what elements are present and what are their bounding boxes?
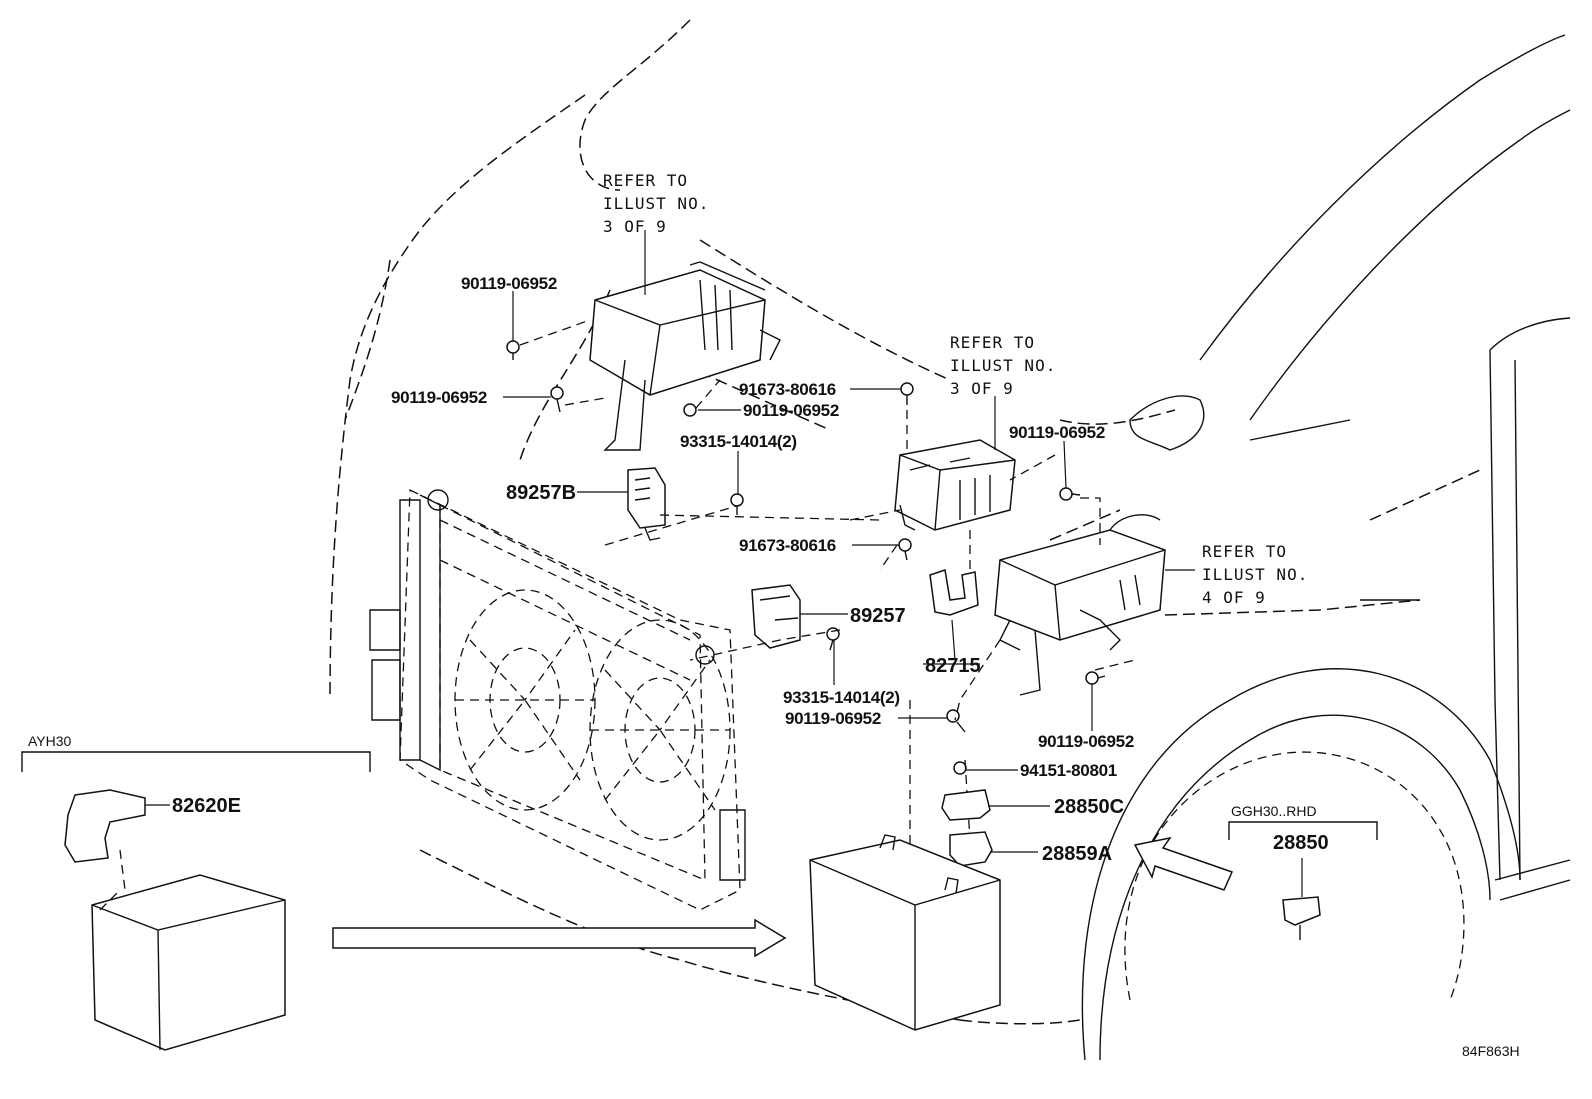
battery-main (809, 834, 1001, 1031)
part-callout-93315-14014[interactable]: 93315-14014(2) (680, 432, 797, 451)
part-callout-90119-06952[interactable]: 90119-06952 (1009, 423, 1105, 442)
sensor-89257 (751, 584, 801, 649)
part-callout-28859A[interactable]: 28859A (1042, 843, 1112, 865)
part-callout-91673-80616[interactable]: 91673-80616 (739, 380, 836, 399)
leader-lines (145, 230, 1303, 897)
refer-note-line: REFER TO (950, 333, 1035, 352)
part-callout-82620E[interactable]: 82620E (172, 795, 241, 817)
ayh30-bracket (21, 751, 371, 772)
sensor-28850C (941, 789, 991, 821)
refer-note-top-left[interactable]: REFER TO ILLUST NO. 3 OF 9 (603, 171, 709, 236)
sensor-82620E (64, 789, 146, 863)
part-callout-94151-80801[interactable]: 94151-80801 (1020, 761, 1117, 780)
variant-label-ayh30: AYH30 (28, 733, 72, 749)
refer-note-line: ILLUST NO. (603, 194, 709, 213)
refer-note-line: ILLUST NO. (950, 356, 1056, 375)
part-callout-28850C[interactable]: 28850C (1054, 796, 1124, 818)
part-callout-91673-80616[interactable]: 91673-80616 (739, 536, 836, 555)
refer-note-line: REFER TO (603, 171, 688, 190)
relay-block-right (994, 514, 1166, 696)
refer-note-line: ILLUST NO. (1202, 565, 1308, 584)
refer-note-line: REFER TO (1202, 542, 1287, 561)
illustration-code: 84F863H (1462, 1043, 1520, 1059)
sensor-28850 (1282, 896, 1321, 940)
variant-label-ggh30: GGH30..RHD (1231, 803, 1317, 819)
part-callout-90119-06952[interactable]: 90119-06952 (461, 274, 557, 293)
refer-note-middle[interactable]: REFER TO ILLUST NO. 3 OF 9 (950, 333, 1056, 398)
refer-note-line: 3 OF 9 (950, 379, 1014, 398)
part-callout-90119-06952[interactable]: 90119-06952 (1038, 732, 1134, 751)
radiator-fan-assembly (369, 488, 746, 911)
refer-note-right[interactable]: REFER TO ILLUST NO. 4 OF 9 (1202, 542, 1308, 607)
arrow-right-icon (332, 918, 787, 958)
part-callout-90119-06952[interactable]: 90119-06952 (391, 388, 487, 407)
part-callout-93315-14014[interactable]: 93315-14014(2) (783, 688, 900, 707)
battery-ayh30 (91, 849, 286, 1051)
fender-outline (1081, 34, 1571, 1061)
arrow-left-icon (1133, 836, 1234, 891)
refer-note-line: 4 OF 9 (1202, 588, 1266, 607)
part-callout-28850[interactable]: 28850 (1273, 832, 1329, 854)
assembly-lines (519, 319, 1136, 1020)
refer-note-line: 3 OF 9 (603, 217, 667, 236)
relay-block-upper-left (589, 261, 781, 451)
ggh30-bracket (1228, 821, 1378, 840)
part-callout-90119-06952[interactable]: 90119-06952 (743, 401, 839, 420)
part-callout-82715[interactable]: 82715 (925, 655, 981, 677)
part-callout-89257[interactable]: 89257 (850, 605, 906, 627)
part-callout-90119-06952[interactable]: 90119-06952 (785, 709, 881, 728)
part-callout-89257B[interactable]: 89257B (506, 482, 576, 504)
bracket-82715 (929, 569, 979, 616)
relay-89257B (627, 467, 666, 541)
sensor-28859A (949, 831, 993, 867)
relay-block-middle (894, 439, 1016, 531)
fasteners (506, 340, 1106, 775)
